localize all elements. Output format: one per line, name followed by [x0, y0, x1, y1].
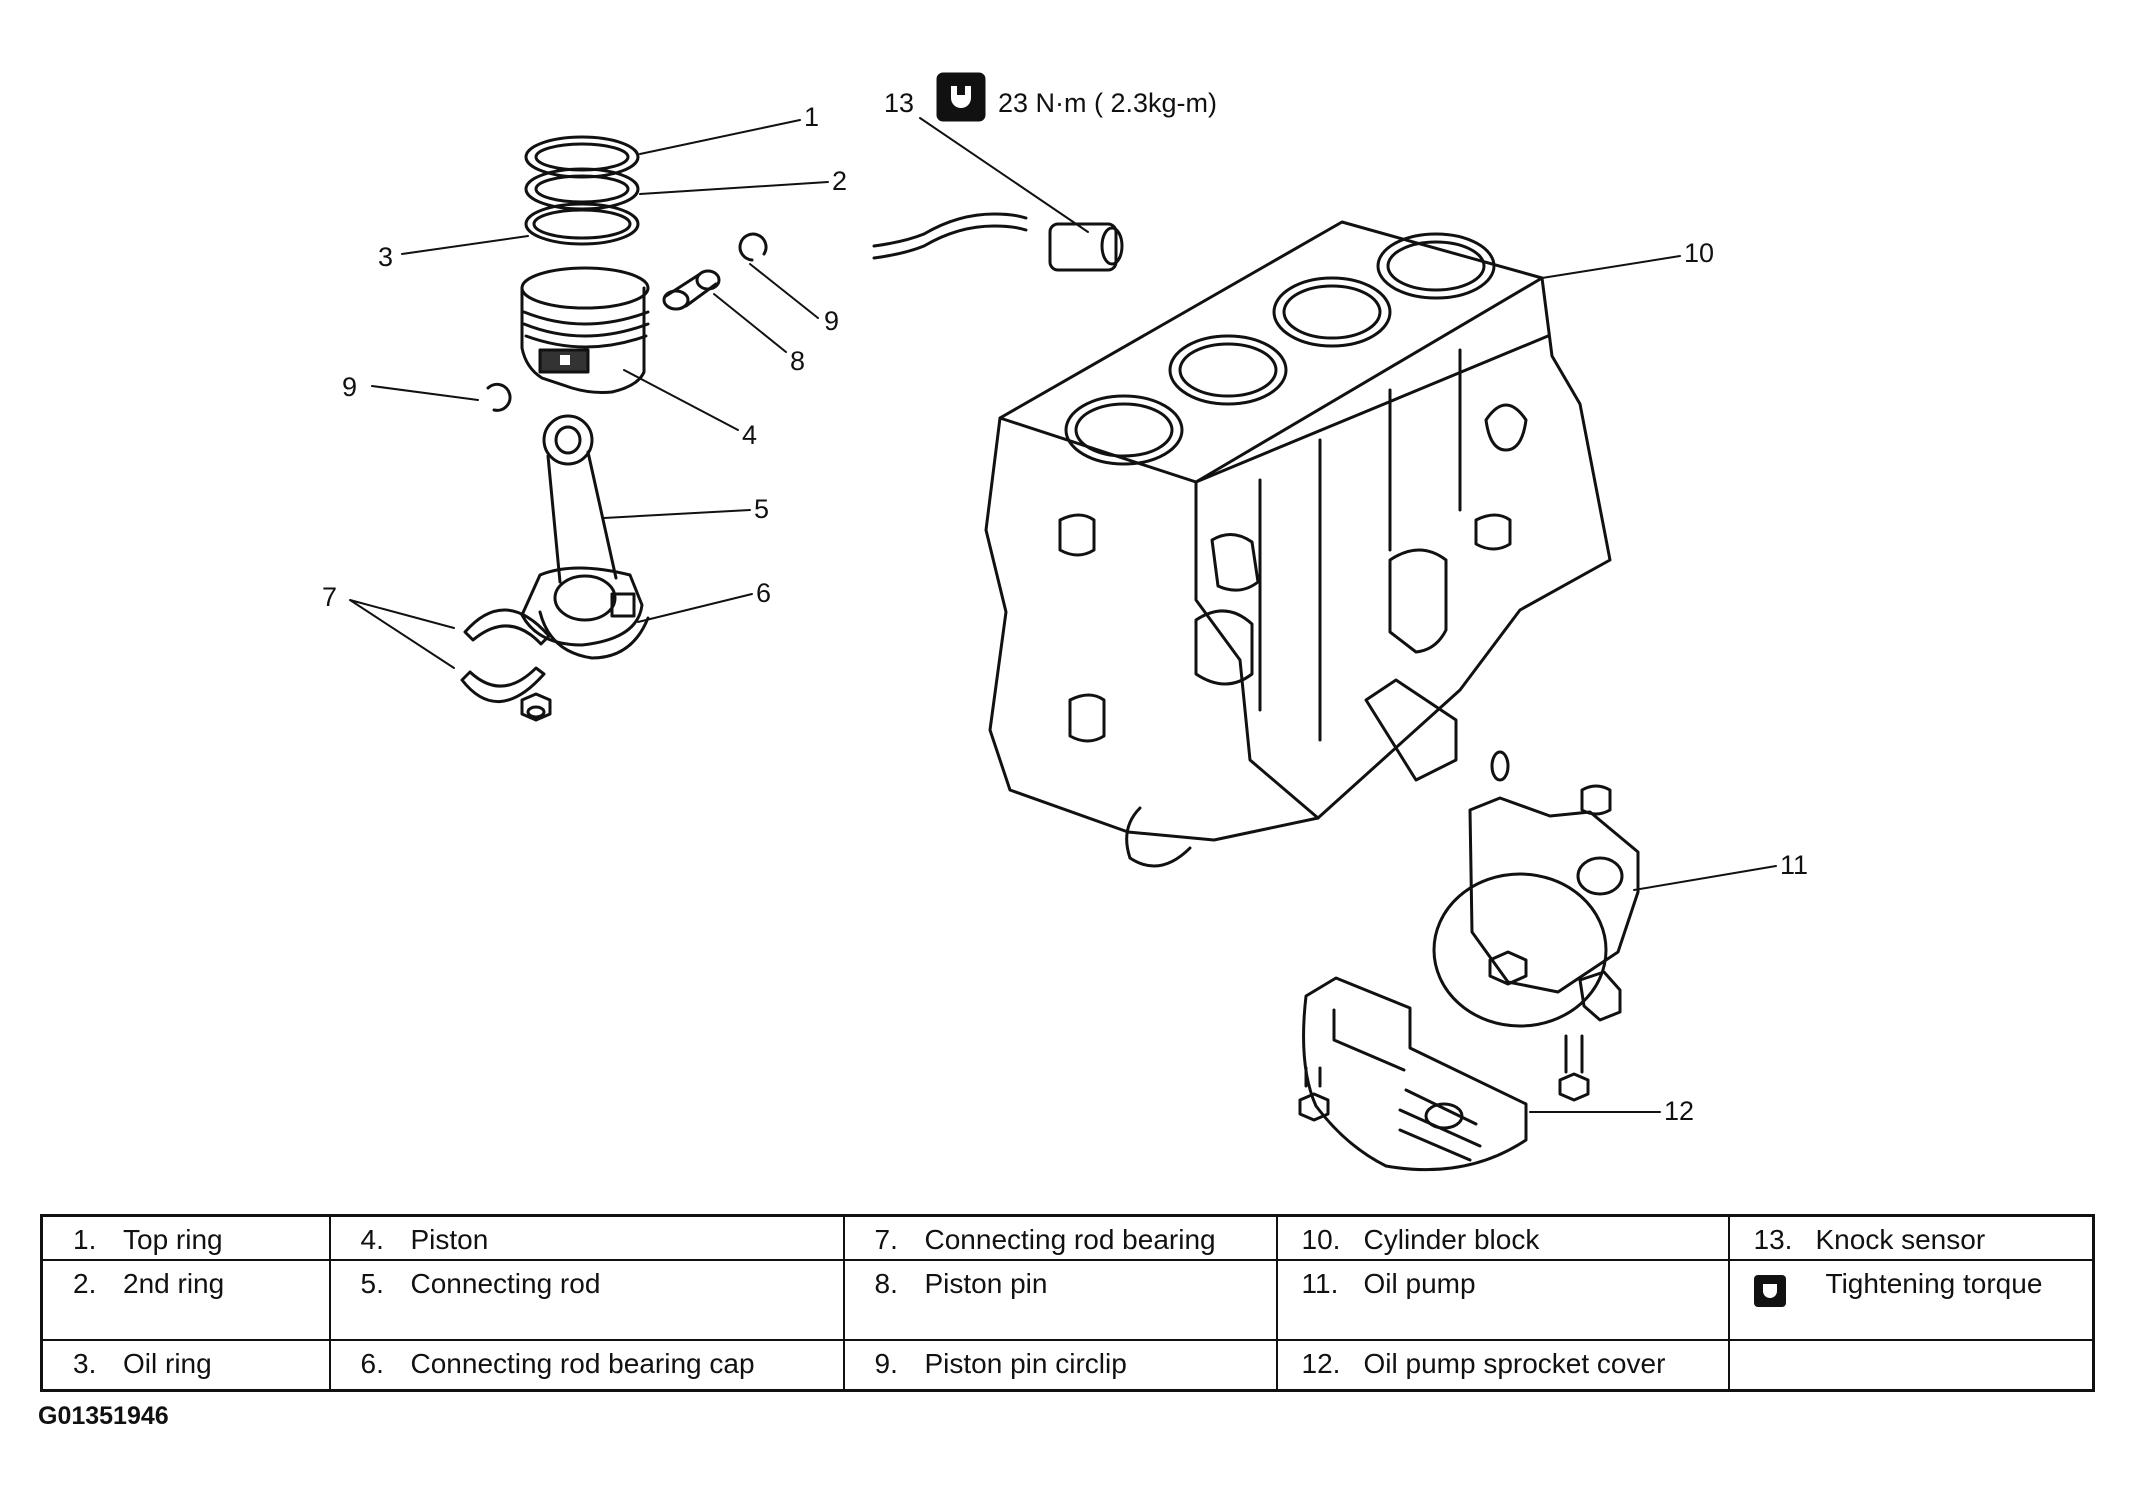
callout-1: 1	[804, 102, 819, 132]
torque-spec-text: 23 N·m ( 2.3kg-m)	[998, 88, 1217, 118]
legend-cell: 13.Knock sensor	[1727, 1214, 2095, 1261]
callout-2: 2	[832, 166, 847, 196]
connecting-rod-bearing-lower	[460, 666, 546, 704]
callout-8: 8	[790, 346, 805, 376]
legend-row: 1.Top ring 4.Piston 7.Connecting rod bea…	[40, 1214, 2095, 1261]
legend-cell: 5.Connecting rod	[328, 1259, 845, 1341]
legend-cell: Tightening torque	[1727, 1259, 2095, 1341]
legend-cell: 9.Piston pin circlip	[842, 1339, 1278, 1392]
callout-4: 4	[742, 420, 757, 450]
legend-cell: 3.Oil ring	[40, 1339, 331, 1392]
top-ring	[524, 135, 640, 179]
legend-cell: 4.Piston	[328, 1214, 845, 1261]
callout-13: 13	[884, 88, 914, 118]
legend-cell: 8.Piston pin	[842, 1259, 1278, 1341]
callout-7: 7	[322, 582, 337, 612]
figure-id: G01351946	[38, 1402, 169, 1430]
callout-numbers: 1 2 3 9 8 9 4 5 6 7 13 10 11 12 23 N·m (…	[322, 88, 1808, 1126]
oil-pump-sprocket-cover	[1302, 976, 1528, 1172]
knock-sensor	[872, 212, 1124, 272]
callout-12: 12	[1664, 1096, 1694, 1126]
callout-9-left: 9	[342, 372, 357, 402]
callout-9-right: 9	[824, 306, 839, 336]
torque-wrench-icon	[1753, 1275, 1786, 1307]
legend-cell	[1727, 1339, 2095, 1392]
parts-legend-table: 1.Top ring 4.Piston 7.Connecting rod bea…	[40, 1214, 2095, 1392]
callout-5: 5	[754, 494, 769, 524]
legend-cell: 2.2nd ring	[40, 1259, 331, 1341]
piston-pin-circlip-left	[486, 382, 512, 412]
cylinder-block	[984, 220, 1612, 868]
connecting-rod	[520, 414, 644, 647]
legend-row: 3.Oil ring 6.Connecting rod bearing cap …	[40, 1339, 2095, 1392]
callout-10: 10	[1684, 238, 1714, 268]
piston	[520, 266, 650, 394]
callout-11: 11	[1780, 850, 1808, 880]
callout-6: 6	[756, 578, 771, 608]
oil-ring	[524, 202, 640, 246]
legend-cell: 7.Connecting rod bearing	[842, 1214, 1278, 1261]
piston-pin	[662, 269, 721, 311]
legend-cell: 6.Connecting rod bearing cap	[328, 1339, 845, 1392]
legend-cell: 10.Cylinder block	[1275, 1214, 1730, 1261]
legend-cell: 1.Top ring	[40, 1214, 331, 1261]
oil-pump	[1432, 750, 1640, 1028]
torque-spec-header	[936, 72, 986, 122]
legend-cell: 12.Oil pump sprocket cover	[1275, 1339, 1730, 1392]
connecting-rod-bearing-upper	[463, 608, 551, 646]
rod-cap-nut	[520, 692, 552, 722]
piston-pin-circlip-right	[738, 232, 768, 262]
connecting-rod-bearing-cap	[538, 592, 650, 660]
cover-bolt-left	[1298, 1066, 1330, 1122]
legend-cell: 11.Oil pump	[1275, 1259, 1730, 1341]
callout-3: 3	[378, 242, 393, 272]
leader-lines	[349, 117, 1777, 1113]
cover-bolt-right	[1558, 1034, 1590, 1102]
legend-row: 2.2nd ring 5.Connecting rod 8.Piston pin…	[40, 1259, 2095, 1341]
